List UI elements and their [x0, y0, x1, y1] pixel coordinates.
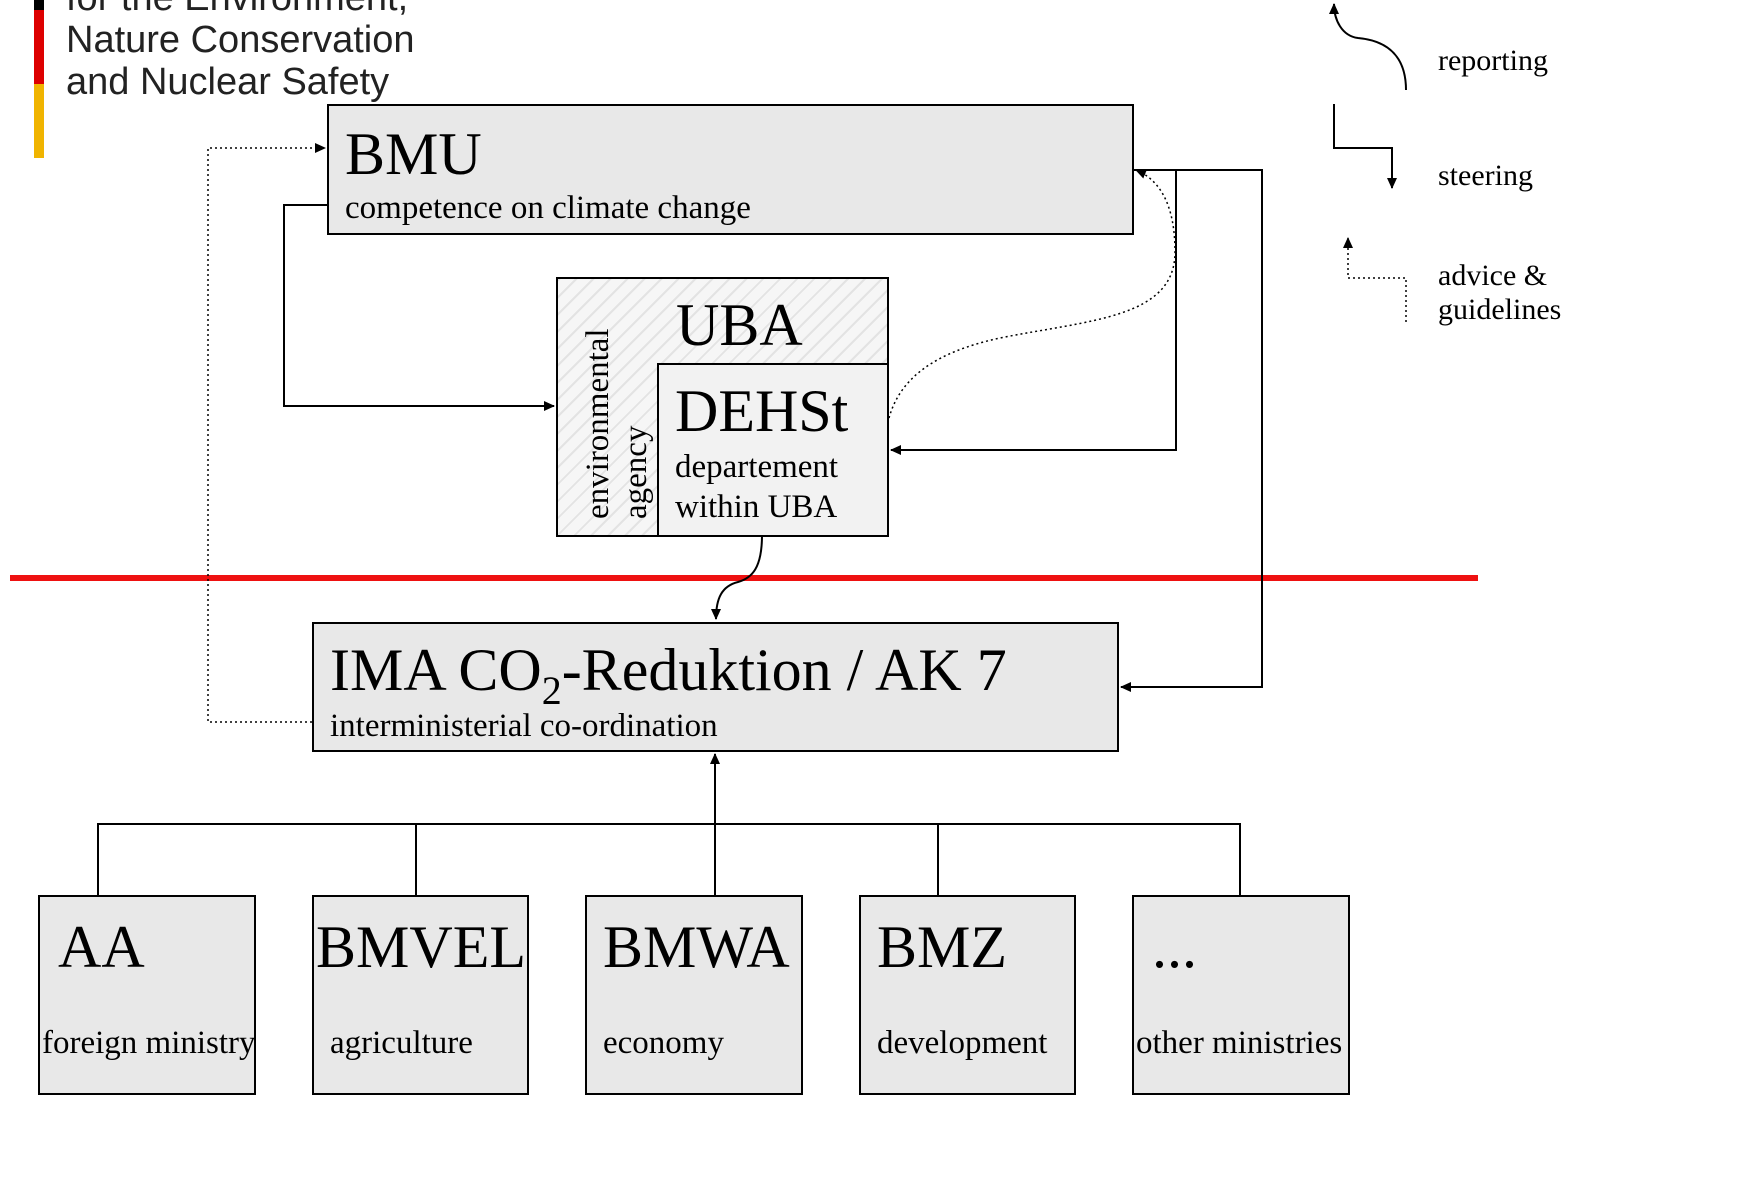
uba-title: UBA	[676, 292, 803, 358]
ministry-box-other: ... other ministries	[1132, 895, 1350, 1095]
flag-red	[34, 10, 44, 84]
advice-arrow-ima-to-bmu	[207, 143, 326, 723]
ministry-title: ...	[1152, 914, 1197, 980]
ministry-title: AA	[58, 914, 145, 980]
bmu-subtitle: competence on climate change	[345, 190, 751, 226]
legend-reporting-label: reporting	[1438, 44, 1548, 77]
legend-steering-label: steering	[1438, 159, 1533, 192]
divider-line	[10, 575, 1478, 581]
ima-subtitle: interministerial co-ordination	[330, 708, 718, 744]
ministry-title: BMWA	[603, 914, 790, 980]
logo-line-1: for the Environment,	[66, 0, 408, 18]
legend-steering-arrow	[1333, 104, 1397, 189]
ministries-tree-line	[97, 823, 1241, 895]
legend-advice-arrow	[1343, 237, 1407, 322]
legend-advice-label-line-1: advice &	[1438, 259, 1548, 292]
ministry-box-bmz: BMZ development	[859, 895, 1076, 1095]
ministry-label: economy	[603, 1025, 724, 1061]
ministry-box-aa: AA foreign ministry	[38, 895, 256, 1095]
bmu-box: BMU competence on climate change	[327, 104, 1134, 235]
dehst-line-1: departement	[675, 449, 839, 485]
ministry-label: foreign ministry	[42, 1025, 256, 1061]
ministry-label: other ministries	[1136, 1025, 1343, 1061]
steering-arrow-bmu-to-uba	[283, 204, 555, 411]
ima-title-subscript: 2	[541, 668, 562, 713]
legend-reporting-arrow	[1329, 3, 1407, 91]
logo-line-2: Nature Conservation	[66, 19, 415, 61]
dehst-box: DEHSt departement within UBA	[657, 363, 889, 537]
ministry-box-bmvel: BMVEL agriculture	[312, 895, 529, 1095]
ministry-label: development	[877, 1025, 1048, 1061]
ministry-box-bmwa: BMWA economy	[585, 895, 803, 1095]
reporting-arrow-dehst-to-ima	[711, 534, 763, 620]
ministry-title: BMZ	[877, 914, 1008, 980]
legend-advice-label-line-2: guidelines	[1438, 293, 1562, 326]
ima-title: IMA CO2-Reduktion / AK 7	[330, 637, 1007, 711]
steering-arrow-bmu-to-ima	[1120, 169, 1263, 692]
ministry-label: agriculture	[330, 1025, 473, 1061]
ima-box: IMA CO2-Reduktion / AK 7 interministeria…	[312, 622, 1119, 752]
ministry-title: BMVEL	[316, 914, 526, 980]
dehst-line-2: within UBA	[675, 489, 838, 525]
ima-title-prefix: IMA CO	[330, 637, 542, 703]
flag-gold	[34, 84, 44, 158]
flag-black	[34, 0, 44, 10]
bmu-title: BMU	[345, 121, 482, 187]
steering-arrow-bmu-to-dehst	[890, 169, 1177, 455]
logo-line-3: and Nuclear Safety	[66, 61, 390, 103]
ima-title-suffix: -Reduktion / AK 7	[561, 637, 1007, 703]
dehst-title: DEHSt	[675, 378, 849, 444]
advice-arrow-dehst-to-bmu	[888, 169, 1176, 419]
